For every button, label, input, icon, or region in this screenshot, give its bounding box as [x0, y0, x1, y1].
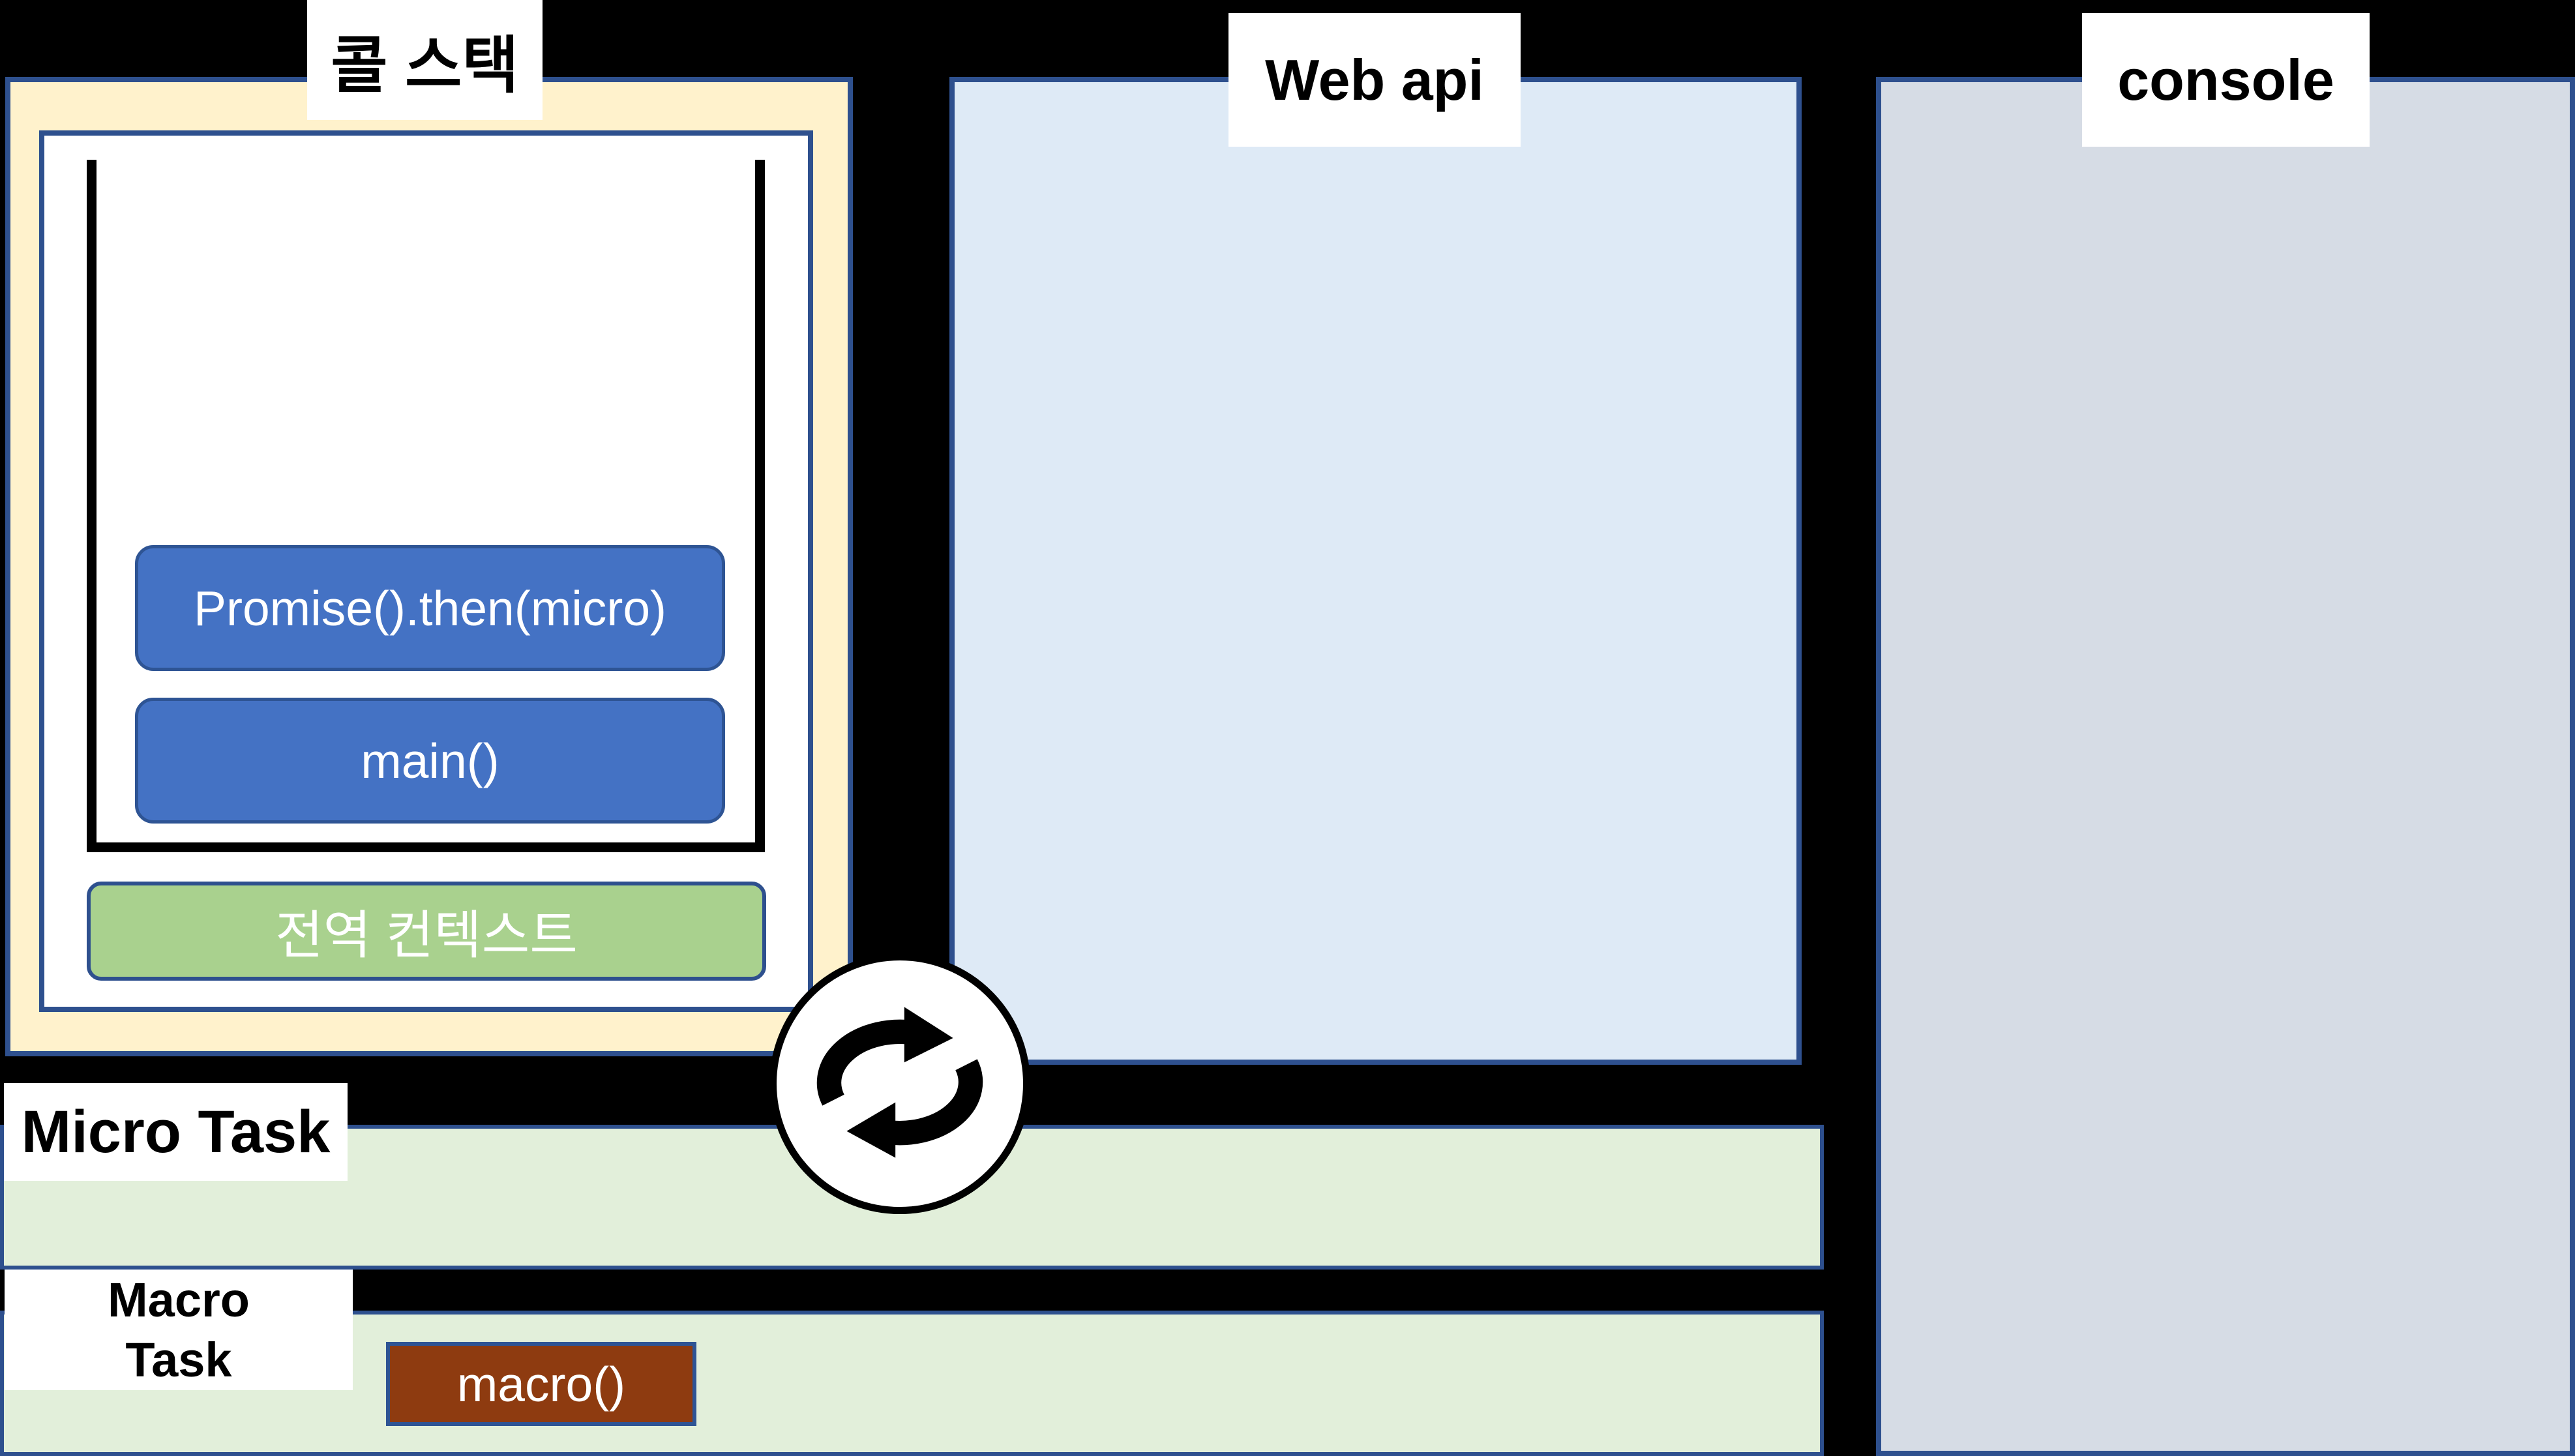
call-stack-title: 콜 스택 [307, 0, 543, 120]
macro-task-title-line2: Task [125, 1332, 232, 1387]
web-api-panel [949, 77, 1802, 1065]
macro-queue-item: macro() [386, 1342, 696, 1426]
stack-frame-main: main() [135, 698, 725, 824]
event-loop-cycle-icon [789, 972, 1011, 1196]
micro-task-title: Micro Task [4, 1083, 348, 1181]
macro-task-title: Macro Task [5, 1270, 353, 1390]
console-title: console [2082, 13, 2370, 147]
macro-task-title-line1: Macro [108, 1272, 250, 1327]
web-api-title: Web api [1228, 13, 1521, 147]
console-panel [1876, 77, 2575, 1456]
event-loop-badge [769, 953, 1030, 1214]
stack-frame-promise-then: Promise().then(micro) [135, 545, 725, 671]
global-context-bar: 전역 컨텍스트 [87, 882, 766, 981]
stack-walls [87, 160, 765, 852]
